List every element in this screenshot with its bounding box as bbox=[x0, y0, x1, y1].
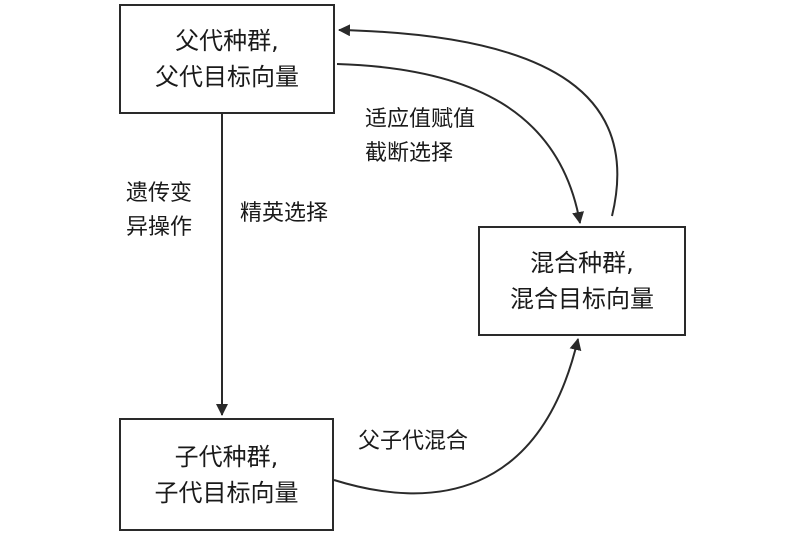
child-box-line2: 子代目标向量 bbox=[154, 478, 299, 507]
truncation-label-line1: 适应值赋值 bbox=[365, 107, 476, 132]
child-box-line1: 子代种群, bbox=[174, 442, 279, 471]
mixed-box-line2: 混合目标向量 bbox=[510, 285, 654, 313]
parent-box-line1: 父代种群, bbox=[175, 27, 279, 55]
parent-population-box: 父代种群, 父代目标向量 bbox=[119, 4, 335, 114]
elite-selection-label: 精英选择 bbox=[240, 201, 329, 226]
genetic-label-line2: 异操作 bbox=[126, 215, 193, 240]
parent-child-merge-label: 父子代混合 bbox=[358, 429, 469, 454]
genetic-operation-label: 遗传变 异操作 bbox=[126, 177, 192, 245]
arrow-mixed-to-parent bbox=[338, 24, 619, 217]
arrow-child-to-mixed bbox=[333, 338, 582, 495]
truncation-label-line2: 截断选择 bbox=[365, 141, 454, 166]
parent-box-line2: 父代目标向量 bbox=[155, 63, 299, 91]
genetic-label-line1: 遗传变 bbox=[126, 181, 193, 206]
arrow-parent-to-mixed bbox=[336, 63, 584, 224]
mixed-box-line1: 混合种群, bbox=[530, 249, 634, 277]
truncation-selection-label: 适应值赋值 截断选择 bbox=[365, 103, 475, 171]
child-population-box: 子代种群, 子代目标向量 bbox=[119, 418, 334, 531]
mixed-population-box: 混合种群, 混合目标向量 bbox=[478, 226, 686, 336]
